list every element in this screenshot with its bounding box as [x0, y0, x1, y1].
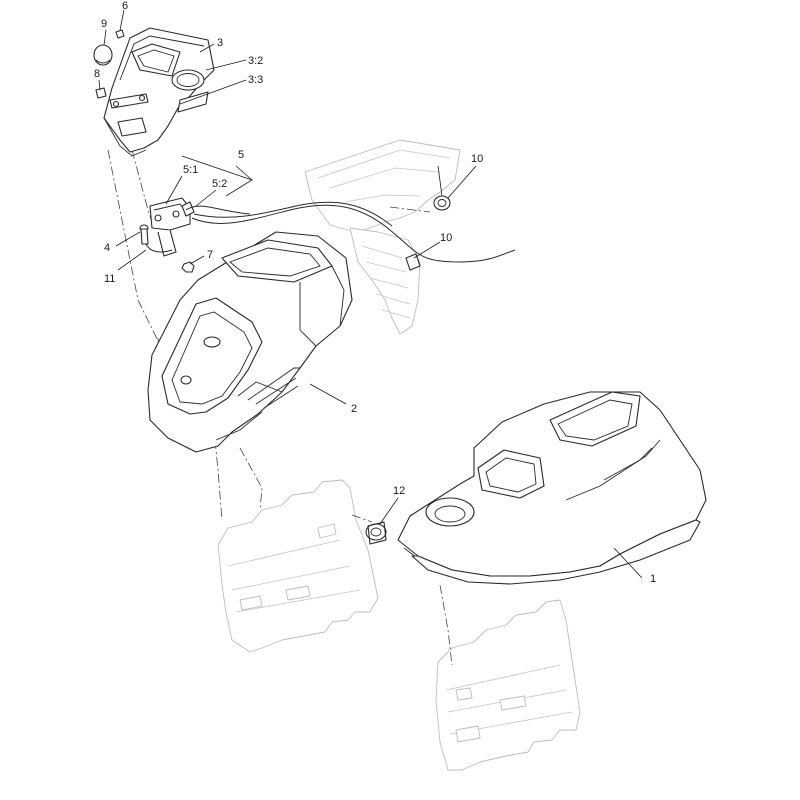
callout-3-2: 3:2	[248, 55, 263, 67]
callout-3-3: 3:3	[248, 74, 263, 86]
leader-10-upper	[447, 165, 477, 199]
part-3-control-panel	[103, 27, 215, 157]
part-10-clamp-upper	[433, 195, 451, 211]
callout-8: 8	[94, 68, 100, 80]
callout-10-lower: 10	[440, 232, 452, 244]
callout-9: 9	[101, 18, 107, 30]
callout-11: 11	[104, 273, 115, 285]
callout-10-upper: 10	[471, 153, 483, 165]
callout-1: 1	[650, 573, 656, 585]
part-12-grommet	[365, 521, 387, 545]
callout-4: 4	[104, 242, 110, 254]
callout-6: 6	[122, 0, 128, 12]
part-11-harness-lead	[145, 243, 173, 253]
part-5-switch-assembly	[149, 197, 516, 263]
ghost-frame-upper	[304, 139, 461, 335]
callout-2: 2	[351, 403, 357, 415]
part-10-clamp-lower	[405, 253, 421, 271]
part-1-lower-body	[397, 391, 707, 585]
callout-5-2: 5:2	[212, 178, 227, 190]
callout-3: 3	[217, 37, 223, 49]
callout-7: 7	[207, 249, 213, 261]
part-7-nut	[181, 261, 195, 273]
callout-5: 5	[238, 149, 244, 161]
callout-labels: 9 6 3 3:2 3:3 8 5 5:1 5:2 4 11 7 10 10 2…	[94, 0, 656, 585]
part-9-knob	[93, 44, 113, 66]
leader-lines	[98, 9, 643, 579]
callout-5-1: 5:1	[183, 164, 198, 176]
ghost-panel-lower-right	[435, 599, 581, 771]
ghost-panel-lower-left	[217, 479, 379, 653]
part-4-pin	[139, 224, 149, 245]
part-6-insert	[115, 29, 125, 39]
part-2-upper-hood	[147, 231, 353, 453]
part-8-screw	[95, 87, 107, 99]
callout-12: 12	[393, 485, 405, 497]
